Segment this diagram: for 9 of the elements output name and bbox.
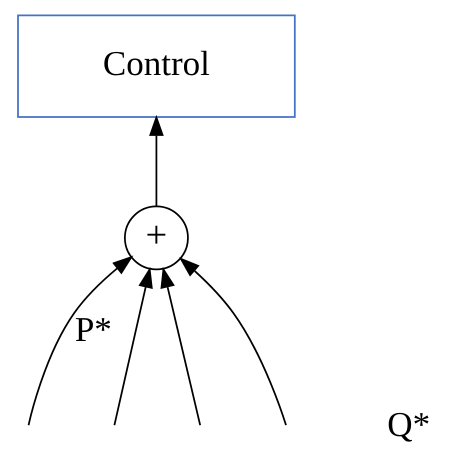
arrow [178,257,287,426]
edge-label: P* [74,310,112,350]
arrow [114,266,153,426]
node-circle: + [124,205,189,270]
node-box: Control [17,14,296,118]
arrow [160,266,202,426]
label: Q* [387,404,430,444]
arrow [28,256,134,426]
arrow [149,114,164,206]
